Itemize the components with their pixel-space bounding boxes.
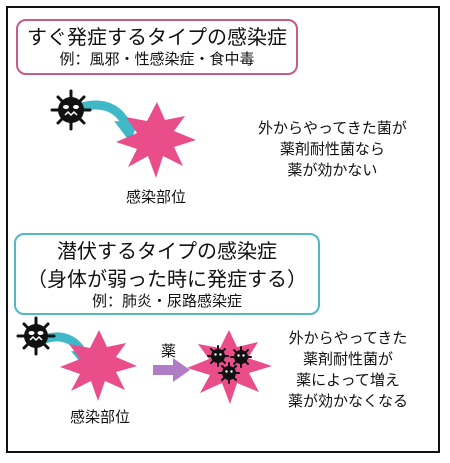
latent-note-line: 薬が効かなくなる xyxy=(288,392,409,410)
latent-note-line: 外からやってきた xyxy=(288,329,408,347)
acute-note-line: 外からやってきた菌が xyxy=(258,119,407,137)
right-arrow-icon xyxy=(153,358,190,382)
latent-examples: 例：肺炎・尿路感染症 xyxy=(91,292,242,310)
latent-note-line: 薬によって増え xyxy=(296,371,400,389)
acute-type-box: すぐ発症するタイプの感染症 例：風邪・性感染症・食中毒 xyxy=(16,19,298,75)
latent-site-label: 感染部位 xyxy=(70,408,131,426)
germ-icon xyxy=(230,346,252,368)
germ-icon xyxy=(207,345,229,367)
latent-subtitle: （身体が弱った時に発症する） xyxy=(27,267,307,291)
germ-icon xyxy=(218,362,240,384)
latent-type-box: 潜伏するタイプの感染症 （身体が弱った時に発症する） 例：肺炎・尿路感染症 xyxy=(14,233,320,315)
acute-note-line: 薬剤耐性菌なら xyxy=(279,140,385,158)
acute-examples: 例：風邪・性感染症・食中毒 xyxy=(59,50,255,68)
latent-title: 潜伏するタイプの感染症 xyxy=(57,239,277,263)
latent-note: 外からやってきた 薬剤耐性菌が 薬によって増え 薬が効かなくなる xyxy=(288,328,408,412)
drug-label: 薬 xyxy=(161,342,177,360)
acute-note: 外からやってきた菌が 薬剤耐性菌なら 薬が効かない xyxy=(258,118,407,181)
acute-title: すぐ発症するタイプの感染症 xyxy=(27,25,287,49)
latent-note-line: 薬剤耐性菌が xyxy=(303,350,394,368)
acute-site-label: 感染部位 xyxy=(126,188,187,206)
germ-icon xyxy=(50,89,92,131)
infection-burst-icon xyxy=(116,102,196,178)
acute-note-line: 薬が効かない xyxy=(287,161,378,179)
infection-burst-icon xyxy=(60,330,137,401)
curved-arrow-icon xyxy=(77,100,130,127)
germ-icon xyxy=(16,316,56,356)
